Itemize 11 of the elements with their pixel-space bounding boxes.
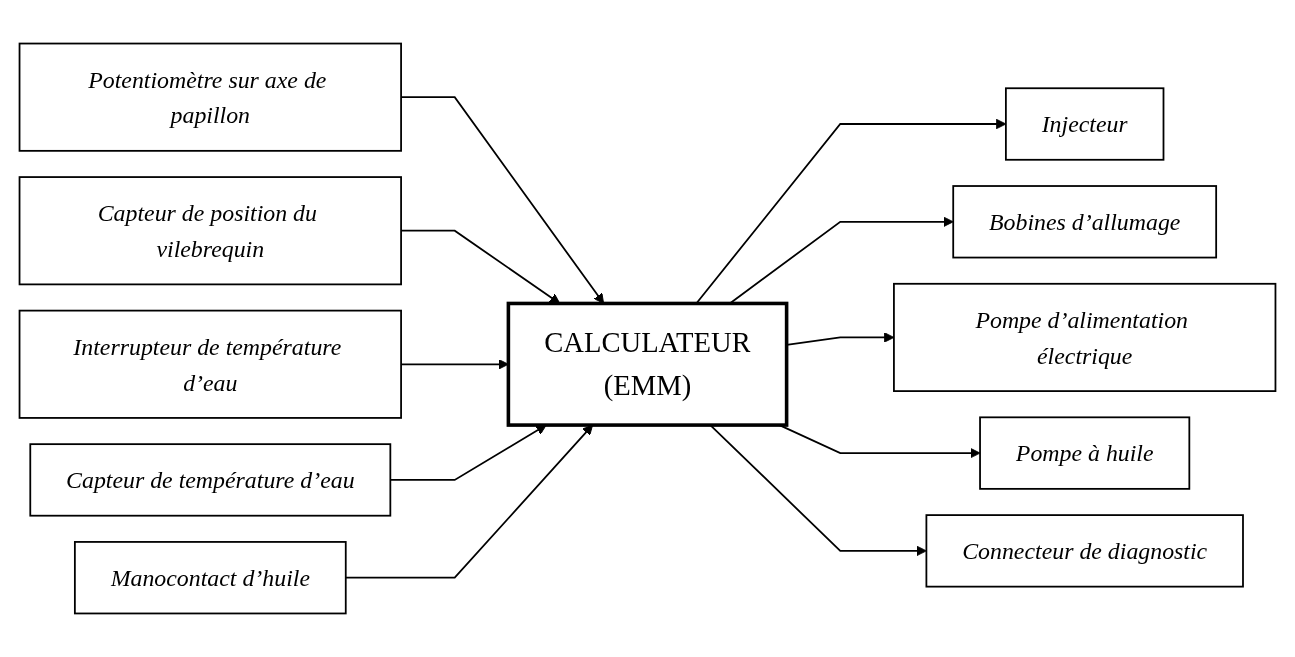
- node-box: Potentiomètre sur axe de papillon: [18, 42, 402, 152]
- node-box: CALCULATEUR (EMM): [506, 301, 789, 427]
- node-box: Manocontact d’huile: [73, 541, 347, 615]
- node-box: Capteur de température d’eau: [29, 443, 392, 517]
- node-box: Bobines d’allumage: [952, 185, 1218, 259]
- node-box: Pompe d’alimentation électrique: [893, 282, 1277, 392]
- node-box: Connecteur de diagnostic: [925, 514, 1244, 588]
- node-box: Interrupteur de température d’eau: [18, 309, 402, 419]
- node-box: Capteur de position du vilebrequin: [18, 176, 402, 286]
- node-box: Pompe à huile: [979, 416, 1191, 490]
- node-box: Injecteur: [1005, 87, 1165, 161]
